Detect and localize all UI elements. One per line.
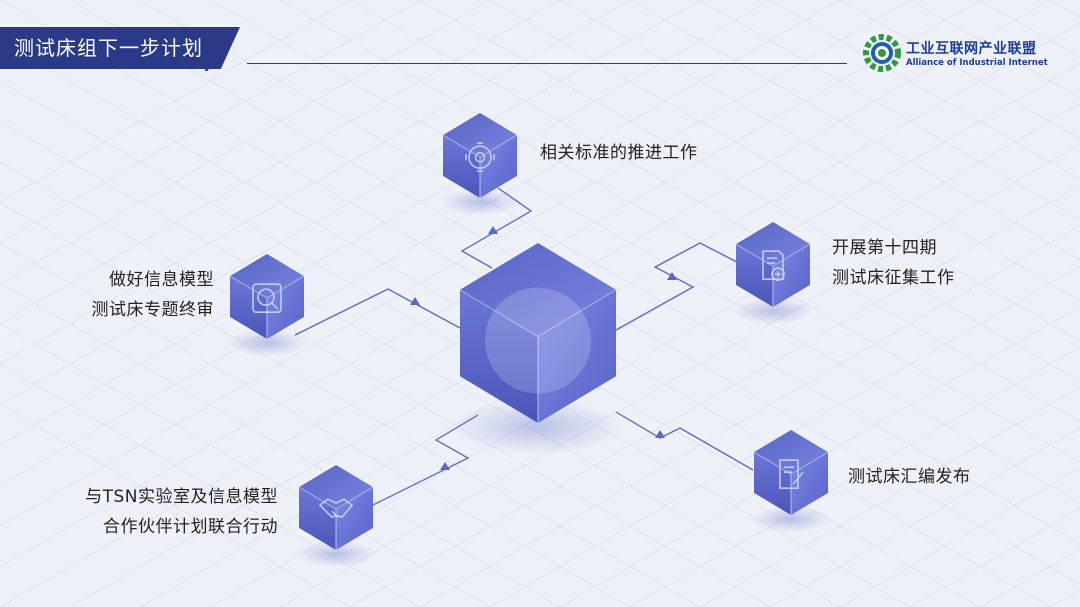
arrows bbox=[410, 226, 677, 470]
logo: 工业互联网产业联盟 Alliance of Industrial Interne… bbox=[862, 33, 1048, 73]
node-label-compile: 测试床汇编发布 bbox=[848, 467, 971, 487]
node-label-joint: 与TSN实验室及信息模型合作伙伴计划联合行动 bbox=[85, 487, 278, 537]
search-icon bbox=[252, 283, 282, 314]
node-label-review: 做好信息模型测试床专题终审 bbox=[91, 270, 214, 320]
sphere bbox=[484, 287, 592, 394]
logo-name-en: Alliance of Industrial Internet bbox=[906, 58, 1048, 68]
edit-document-icon bbox=[779, 459, 804, 489]
page-title: 测试床组下一步计划 bbox=[0, 27, 240, 69]
cube-compile bbox=[750, 430, 832, 533]
header-rule bbox=[247, 63, 847, 64]
connector-search bbox=[294, 288, 461, 336]
connector-document bbox=[615, 242, 738, 331]
document-add-icon bbox=[762, 250, 785, 282]
cube-joint bbox=[295, 465, 377, 568]
cube-call bbox=[732, 222, 814, 325]
cube-standards bbox=[439, 113, 521, 216]
gear-icon bbox=[465, 142, 495, 172]
center-cube bbox=[452, 243, 624, 456]
node-label-standards: 相关标准的推进工作 bbox=[540, 143, 698, 163]
gear-logo-icon bbox=[863, 34, 901, 72]
logo-name-cn: 工业互联网产业联盟 bbox=[906, 41, 1037, 57]
cube-review bbox=[226, 254, 308, 357]
connector-edit bbox=[615, 411, 754, 471]
node-label-call: 开展第十四期测试床征集工作 bbox=[832, 238, 955, 288]
handshake-icon bbox=[318, 498, 354, 519]
